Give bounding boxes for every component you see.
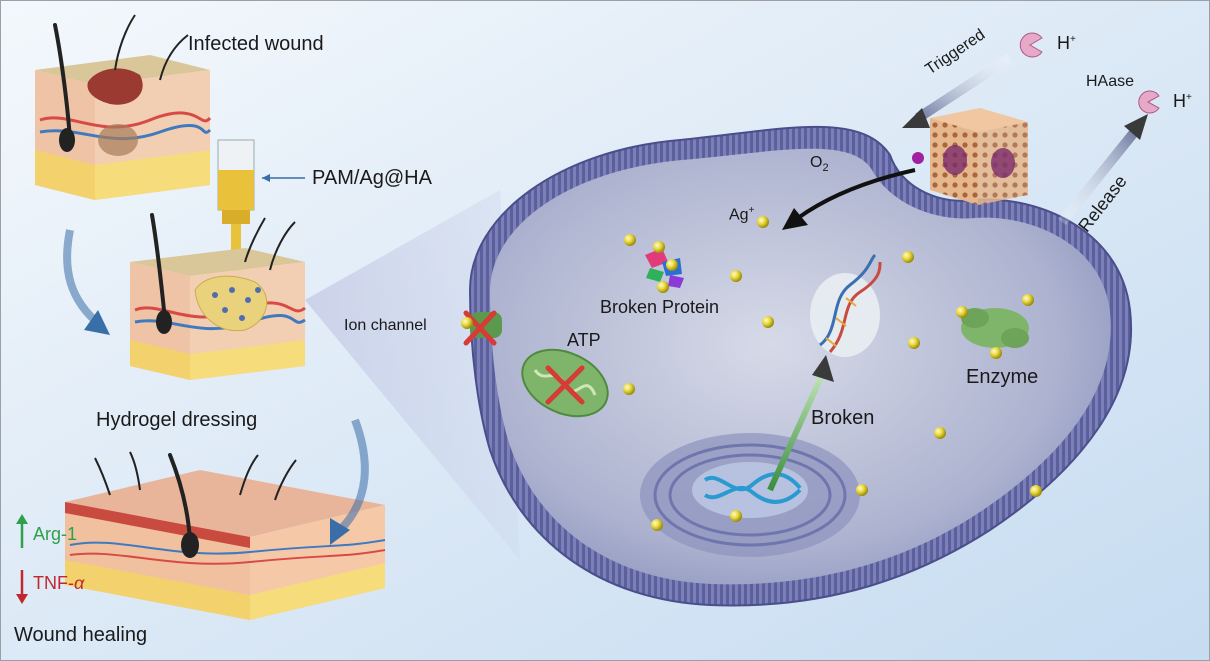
syringe-icon: [217, 139, 255, 290]
hydrogel-cube-icon: [912, 108, 1028, 205]
broken-arrow: [767, 373, 825, 492]
ion-channel-label: Ion channel: [344, 317, 427, 334]
triggered-arrow: [915, 53, 1013, 123]
tnf-alpha-label: TNF-α: [33, 573, 85, 593]
dna-helix-icon: [810, 253, 882, 357]
enzyme-label: Enzyme: [966, 366, 1039, 388]
broken-label: Broken: [811, 407, 875, 429]
infected-skin-block-icon: [35, 14, 212, 200]
pacman-enzyme-icon-2: [1138, 90, 1160, 114]
healed-skin-block-icon: [65, 451, 386, 620]
infected-wound-label: Infected wound: [188, 33, 324, 55]
atp-label: ATP: [567, 330, 601, 350]
pacman-enzyme-icon-1: [1019, 32, 1043, 58]
h-plus-label-2: H+: [1173, 91, 1192, 111]
red-cross-icon-atp: [545, 365, 585, 405]
o2-arrow: [796, 168, 916, 220]
flow-arrow-1: [63, 229, 103, 329]
ag-ion-label: Ag+: [729, 205, 755, 224]
flow-arrow-2: [337, 418, 369, 533]
release-arrow: [1058, 126, 1140, 226]
hydrogel-skin-block-icon: [130, 213, 306, 380]
zoom-beam: [305, 190, 520, 560]
enzyme-icon: [961, 308, 1029, 348]
red-cross-icon-ion: [463, 310, 497, 346]
arg1-label: Arg-1: [33, 524, 78, 544]
wound-healing-label: Wound healing: [14, 624, 148, 646]
h-plus-label-1: H+: [1057, 33, 1076, 53]
cytoplasm: [490, 148, 1111, 585]
nucleus-icon: [640, 433, 860, 557]
o2-label: O2: [810, 154, 829, 175]
pam-ag-ha-label: PAM/Ag@HA: [312, 167, 432, 189]
haase-label: HAase: [1086, 73, 1135, 90]
broken-protein-label: Broken Protein: [600, 297, 720, 317]
hydrogel-dressing-label: Hydrogel dressing: [96, 409, 258, 431]
